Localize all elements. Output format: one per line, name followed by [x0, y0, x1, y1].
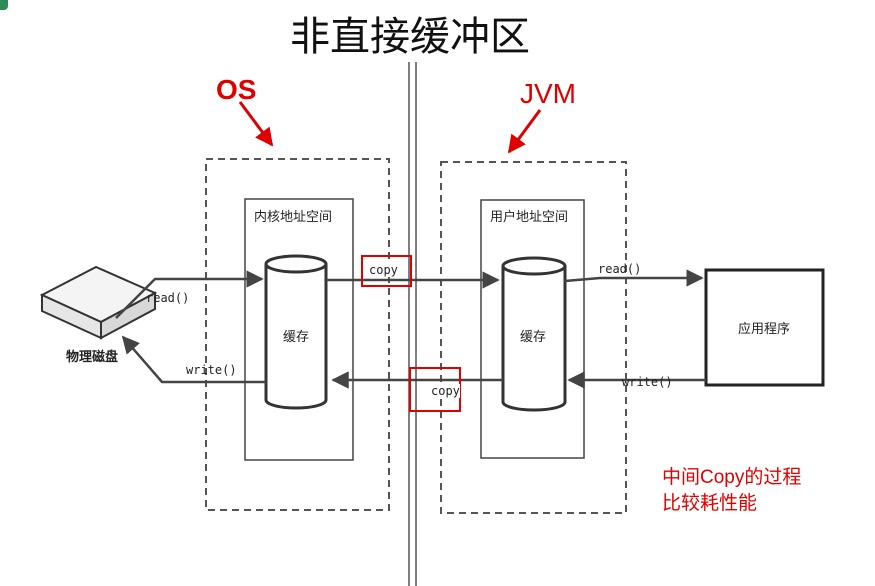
center-divider: [408, 62, 417, 586]
diagram-title: 非直接缓冲区: [290, 14, 530, 60]
copy-label-top: copy: [369, 263, 398, 277]
cost-note-line2: 比较耗性能: [662, 493, 758, 514]
kernel-buffer-label: 缓存: [283, 330, 310, 345]
os-label: OS: [216, 74, 257, 105]
kernel-space-box: [244, 198, 354, 461]
copy-highlight-bottom: [409, 367, 461, 412]
application-box: [704, 268, 825, 387]
arrow-write-kernel-to-disk: [121, 335, 266, 384]
jvm-pointer-arrow: [507, 109, 542, 154]
cost-note-line1: 中间Copy的过程: [662, 467, 802, 488]
copy-label-bottom: copy: [431, 384, 460, 398]
write-label-left: write(): [186, 363, 237, 377]
disk-label: 物理磁盘: [66, 350, 119, 365]
user-buffer-label: 缓存: [520, 330, 547, 345]
read-label-right: read(): [598, 262, 642, 276]
user-buffer-cylinder: [501, 256, 567, 412]
user-space-box: [480, 199, 585, 459]
cost-note: 中间Copy的过程 比较耗性能: [662, 465, 801, 517]
user-space-label: 用户地址空间: [490, 210, 569, 225]
copy-highlight-top: [361, 255, 412, 287]
os-pointer-arrow: [238, 101, 274, 147]
read-label-left: read(): [146, 291, 190, 305]
os-boundary: [205, 158, 390, 511]
kernel-buffer-cylinder: [264, 254, 328, 410]
write-label-right: write(): [622, 375, 673, 389]
arrow-read-user-to-app: [564, 269, 704, 287]
corner-marker: [0, 0, 8, 10]
disk-icon: [39, 265, 158, 340]
kernel-space-label: 内核地址空间: [254, 210, 333, 225]
jvm-label: JVM: [520, 78, 576, 109]
application-label: 应用程序: [738, 322, 791, 337]
arrow-read-disk-to-kernel: [115, 270, 264, 319]
jvm-boundary: [440, 161, 627, 514]
